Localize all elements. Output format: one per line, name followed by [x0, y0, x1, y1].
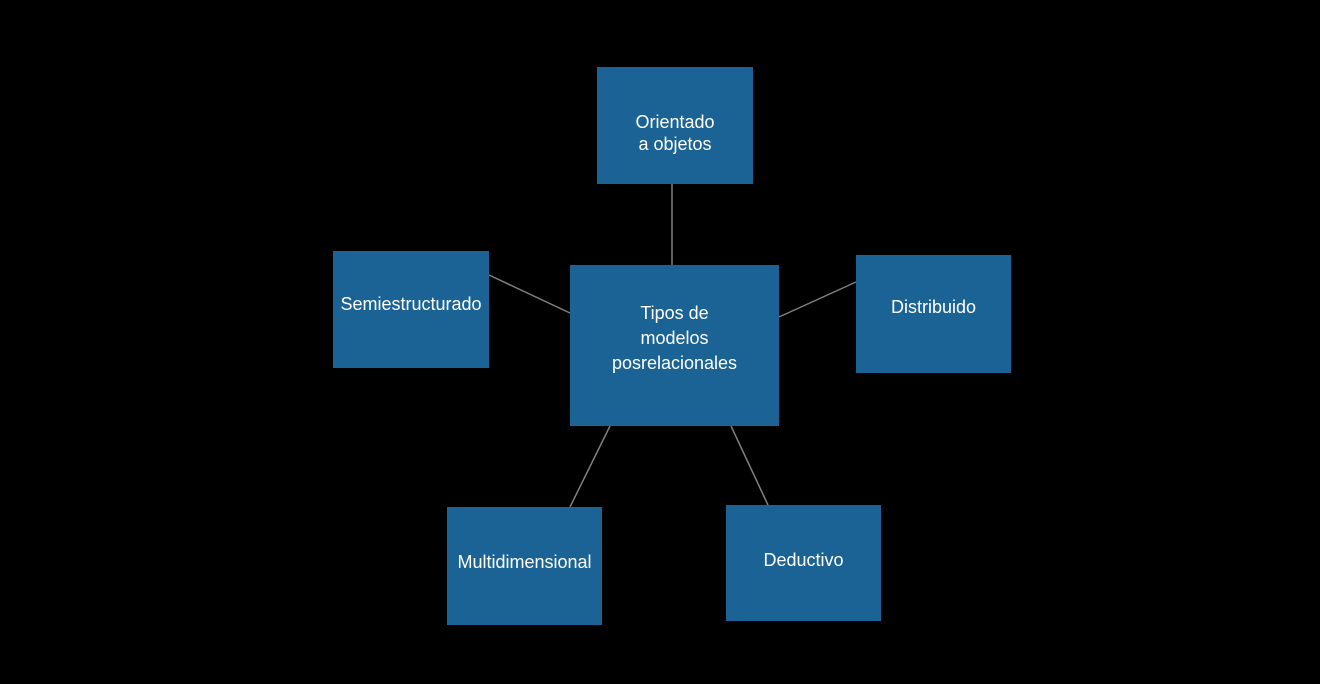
node-multidimensional[interactable]: Multidimensional [447, 507, 602, 625]
node-label-line: posrelacionales [611, 353, 738, 373]
connector-center-deductivo [730, 425, 769, 506]
node-label-line: Orientado [635, 111, 715, 132]
node-label-line: a objetos [638, 133, 712, 154]
node-orientado-a-objetos[interactable]: Orientado a objetos [597, 67, 753, 184]
node-tipos-de-modelos-posrelacionales[interactable]: Tipos de modelos posrelacionales [570, 265, 779, 426]
connector-center-multidimensional [569, 425, 611, 508]
node-deductivo[interactable]: Deductivo [726, 505, 881, 621]
node-label: Deductivo [763, 550, 844, 570]
connector-center-distribuido [778, 281, 857, 318]
node-label: Distribuido [890, 297, 977, 317]
node-label: Semiestructurado [340, 293, 482, 314]
connector-center-semiestructurado [488, 274, 571, 314]
node-distribuido[interactable]: Distribuido [856, 255, 1011, 373]
node-semiestructurado[interactable]: Semiestructurado [333, 251, 489, 368]
node-label: Multidimensional [457, 552, 592, 572]
node-label-line: Tipos de [640, 303, 709, 323]
node-label-line: modelos [640, 328, 709, 348]
